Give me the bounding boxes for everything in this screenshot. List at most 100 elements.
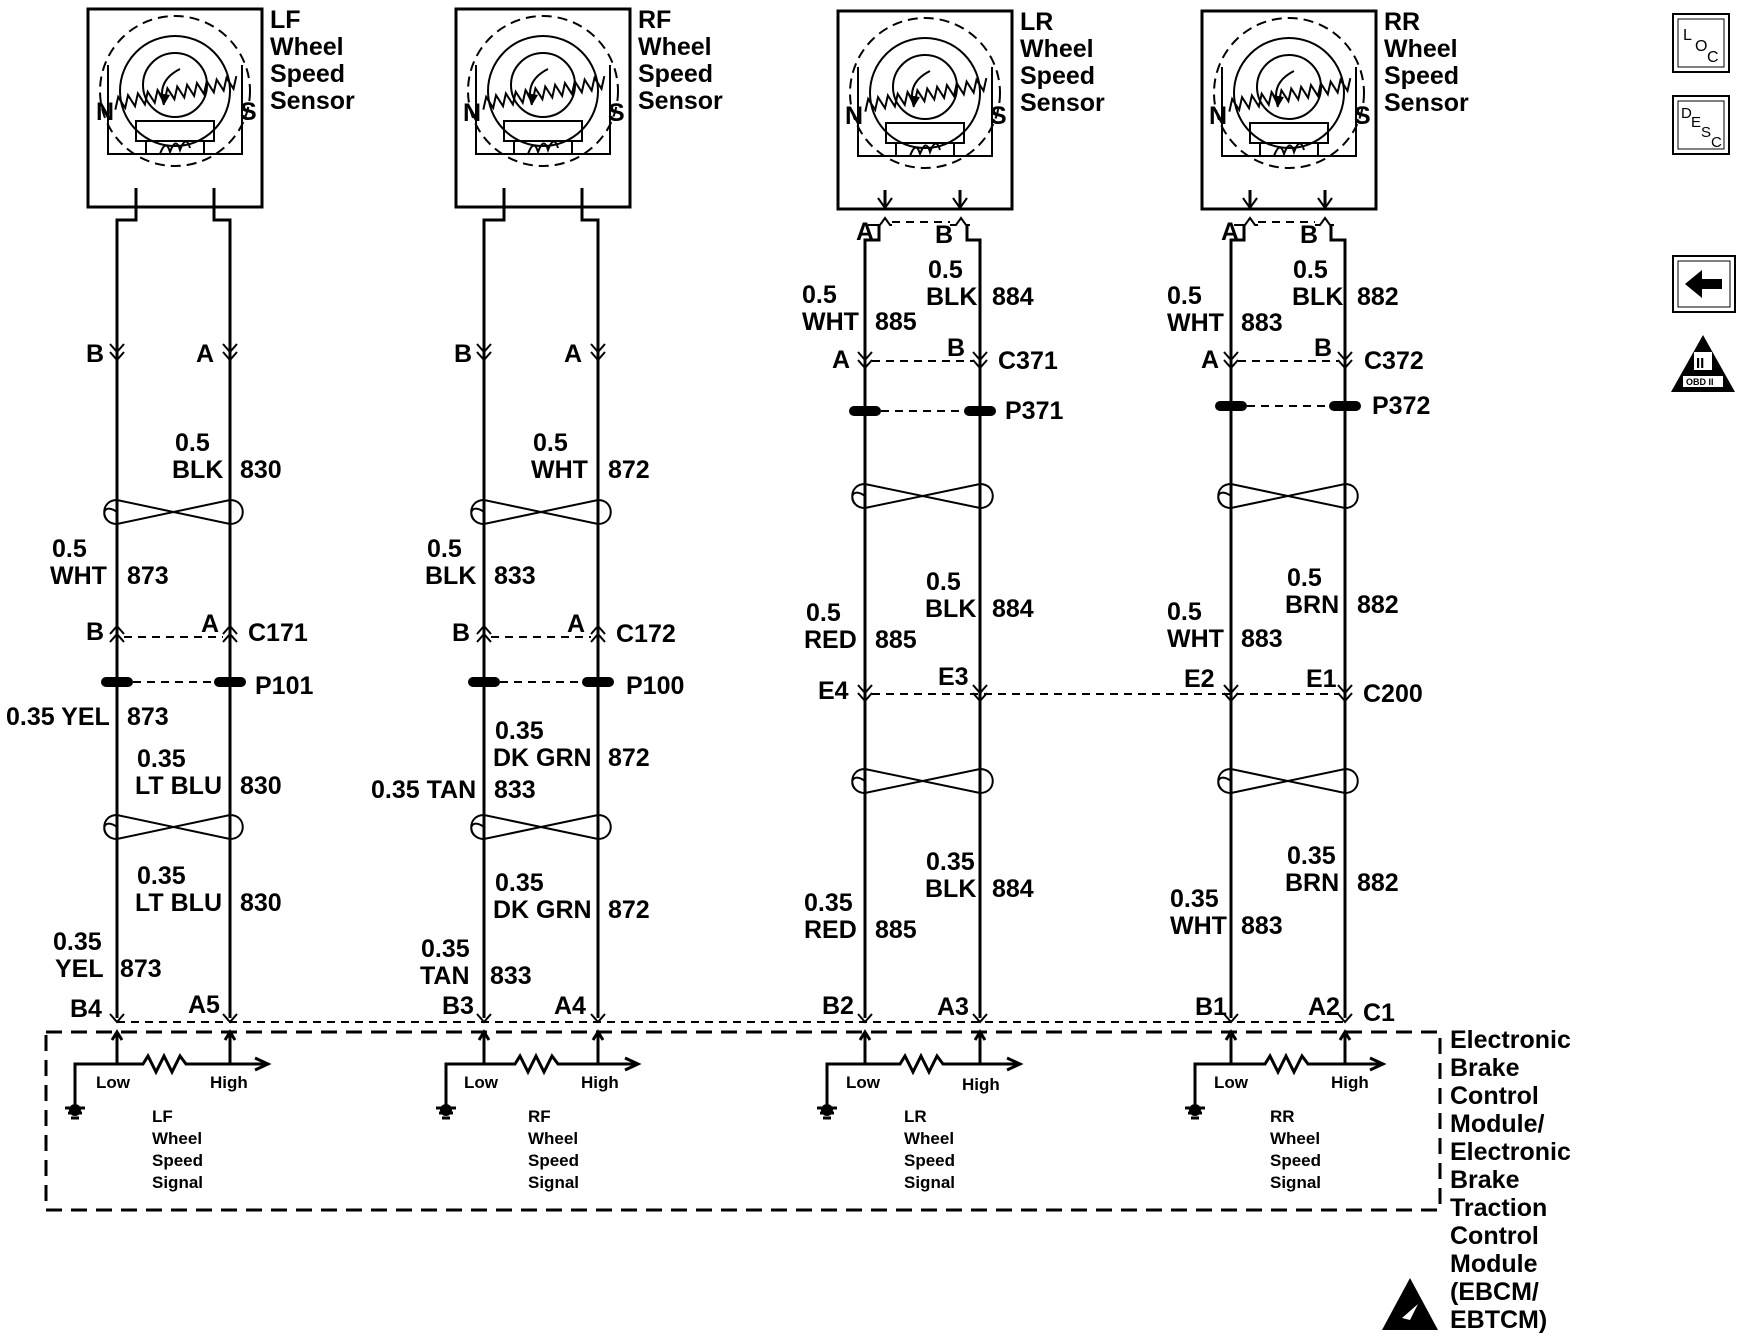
rr-w1-size: 0.5 — [1293, 256, 1328, 284]
ground-icon — [815, 1088, 839, 1120]
lf-sensor-name-2: Wheel — [270, 33, 344, 61]
rf-signal-circuit: Low High RF Wheel Speed Signal — [434, 1029, 642, 1192]
lf-top-pin-b: B — [86, 340, 104, 368]
lr-low-label: Low — [846, 1073, 881, 1092]
rf-signal-name-3: Speed — [528, 1151, 579, 1170]
rr-pin-b: B — [1300, 221, 1318, 249]
lr-wheel-speed-sensor: N S LR Wheel Speed Sensor A B — [836, 8, 1105, 250]
lf-w6-color: YEL — [55, 955, 104, 983]
lf-w5-color: LT BLU — [135, 889, 222, 917]
rf-signal-name-1: RF — [528, 1107, 551, 1126]
module-pin-b2: B2 — [822, 992, 854, 1020]
lr-w6-size: 0.35 — [804, 889, 853, 917]
module-name-3: Control — [1450, 1082, 1539, 1110]
back-button[interactable] — [1672, 255, 1736, 313]
module-pin-a4: A4 — [554, 992, 586, 1020]
c200-pin-e3: E3 — [938, 663, 969, 691]
rr-w6-color: WHT — [1170, 912, 1227, 940]
lr-w2-color: WHT — [802, 308, 859, 336]
splice-p101: P101 — [255, 672, 313, 700]
lf-w1-circuit: 830 — [240, 456, 282, 484]
rr-sensor-name-1: RR — [1384, 8, 1420, 36]
module-name-7: Traction — [1450, 1194, 1547, 1222]
rr-w6-size: 0.35 — [1170, 885, 1219, 913]
rf-pole-s: S — [608, 99, 625, 127]
rf-w3-circuit: 872 — [608, 744, 650, 772]
lf-w3-circuit: 873 — [127, 703, 169, 731]
lf-w2-size: 0.5 — [52, 535, 87, 563]
lr-w2-circuit: 885 — [875, 308, 917, 336]
rf-c172-pin-b: B — [452, 619, 470, 647]
rr-signal-name-3: Speed — [1270, 1151, 1321, 1170]
desc-letter-s: S — [1701, 124, 1711, 141]
lf-w4-color: LT BLU — [135, 772, 222, 800]
module-name-8: Control — [1450, 1222, 1539, 1250]
rf-sensor-name-4: Sensor — [638, 87, 723, 115]
lf-w6-size: 0.35 — [53, 928, 102, 956]
lr-c371-pin-a: A — [832, 346, 850, 374]
lf-wire-labels: B A 0.5 BLK 830 0.5 WHT 873 B A C171 P10… — [6, 340, 313, 1023]
rr-w2-size: 0.5 — [1167, 282, 1202, 310]
rf-w6-circuit: 833 — [490, 962, 532, 990]
rf-c172-pin-a: A — [567, 610, 585, 638]
lr-sensor-name-1: LR — [1020, 8, 1053, 36]
splice-p372: P372 — [1372, 392, 1430, 420]
desc-letter-d: D — [1681, 105, 1692, 122]
lr-w3-color: BLK — [925, 595, 976, 623]
lr-w5-color: BLK — [925, 875, 976, 903]
rr-w6-circuit: 883 — [1241, 912, 1283, 940]
rr-w1-circuit: 882 — [1357, 283, 1399, 311]
module-pin-b1: B1 — [1195, 993, 1227, 1021]
lr-signal-circuit: Low High LR Wheel Speed Signal — [815, 1029, 1024, 1192]
ground-icon — [434, 1088, 458, 1120]
lr-w3-size: 0.5 — [926, 568, 961, 596]
rr-c372-pin-b: B — [1314, 334, 1332, 362]
rr-wheel-speed-sensor: N S RR Wheel Speed Sensor A B — [1200, 8, 1469, 250]
rr-w2-color: WHT — [1167, 309, 1224, 337]
module-pin-b3: B3 — [442, 992, 474, 1020]
c200-pin-e1: E1 — [1306, 665, 1337, 693]
lr-w4-size: 0.5 — [806, 599, 841, 627]
lr-pin-b: B — [935, 221, 953, 249]
rf-w4-circuit: 833 — [494, 776, 536, 804]
rr-sensor-name-3: Speed — [1384, 62, 1459, 90]
lr-signal-name-2: Wheel — [904, 1129, 954, 1148]
rr-w4-circuit: 883 — [1241, 625, 1283, 653]
rf-pole-n: N — [463, 99, 481, 127]
rf-w1-circuit: 872 — [608, 456, 650, 484]
module-pin-a2: A2 — [1308, 993, 1340, 1021]
ground-icon — [63, 1088, 87, 1120]
connector-c371: C371 — [998, 347, 1058, 375]
lr-signal-name-1: LR — [904, 1107, 927, 1126]
lf-w5-circuit: 830 — [240, 889, 282, 917]
rf-w6-color: TAN — [420, 962, 470, 990]
obd-ii-button[interactable]: II OBD II — [1671, 335, 1735, 392]
rr-sensor-name-4: Sensor — [1384, 89, 1469, 117]
lr-w6-color: RED — [804, 916, 857, 944]
wires — [115, 240, 1347, 1018]
lr-pole-n: N — [845, 102, 863, 130]
rf-w2-color: BLK — [425, 562, 476, 590]
lr-w1-color: BLK — [926, 283, 977, 311]
module-pin-a3: A3 — [937, 993, 969, 1021]
splice-p371: P371 — [1005, 397, 1063, 425]
lf-low-label: Low — [96, 1073, 131, 1092]
lr-high-label: High — [962, 1075, 1000, 1094]
rf-sensor-name-1: RF — [638, 6, 671, 34]
lr-sensor-name-2: Wheel — [1020, 35, 1094, 63]
rf-w2-circuit: 833 — [494, 562, 536, 590]
lr-sensor-name-4: Sensor — [1020, 89, 1105, 117]
lr-w5-size: 0.35 — [926, 848, 975, 876]
rr-low-label: Low — [1214, 1073, 1249, 1092]
rf-top-pin-a: A — [564, 340, 582, 368]
description-button[interactable]: D E S C — [1672, 95, 1730, 155]
rr-w2-circuit: 883 — [1241, 309, 1283, 337]
rr-w5-size: 0.35 — [1287, 842, 1336, 870]
lr-w6-circuit: 885 — [875, 916, 917, 944]
lr-signal-name-4: Signal — [904, 1173, 955, 1192]
location-button[interactable]: L O C — [1672, 13, 1730, 73]
lf-w2-color: WHT — [50, 562, 107, 590]
connector-c372: C372 — [1364, 347, 1424, 375]
module-name-5: Electronic — [1450, 1138, 1571, 1166]
